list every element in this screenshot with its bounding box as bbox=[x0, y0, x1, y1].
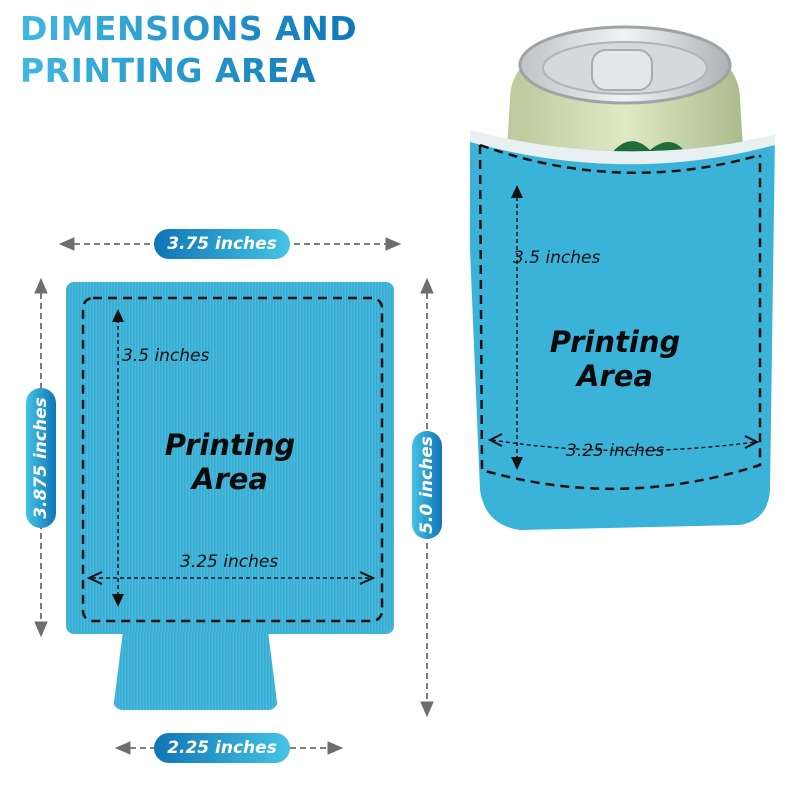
total-height-pill: 5.0 inches bbox=[412, 431, 442, 539]
can-print-area-line2: Area bbox=[577, 359, 653, 393]
flat-print-area-line2: Area bbox=[192, 462, 268, 496]
flat-print-height-label: 3.5 inches bbox=[122, 346, 210, 366]
can-print-area-line1: Printing bbox=[549, 325, 681, 359]
flat-print-area-line1: Printing bbox=[164, 428, 296, 462]
width-pill: 3.75 inches bbox=[154, 229, 290, 259]
can-print-width-label: 3.25 inches bbox=[566, 441, 665, 461]
flat-print-area-label: Printing Area bbox=[145, 428, 315, 496]
can-illustration bbox=[470, 25, 775, 530]
flat-koozie-tab bbox=[113, 632, 278, 710]
can-koozie-photo bbox=[470, 20, 780, 540]
tab-width-pill: 2.25 inches bbox=[154, 733, 290, 763]
flat-koozie-body bbox=[66, 282, 394, 634]
can-print-area-label: Printing Area bbox=[530, 325, 700, 393]
can-print-height-label: 3.5 inches bbox=[513, 248, 601, 268]
flat-print-width-label: 3.25 inches bbox=[180, 552, 279, 572]
height-pill: 3.875 inches bbox=[26, 388, 56, 528]
